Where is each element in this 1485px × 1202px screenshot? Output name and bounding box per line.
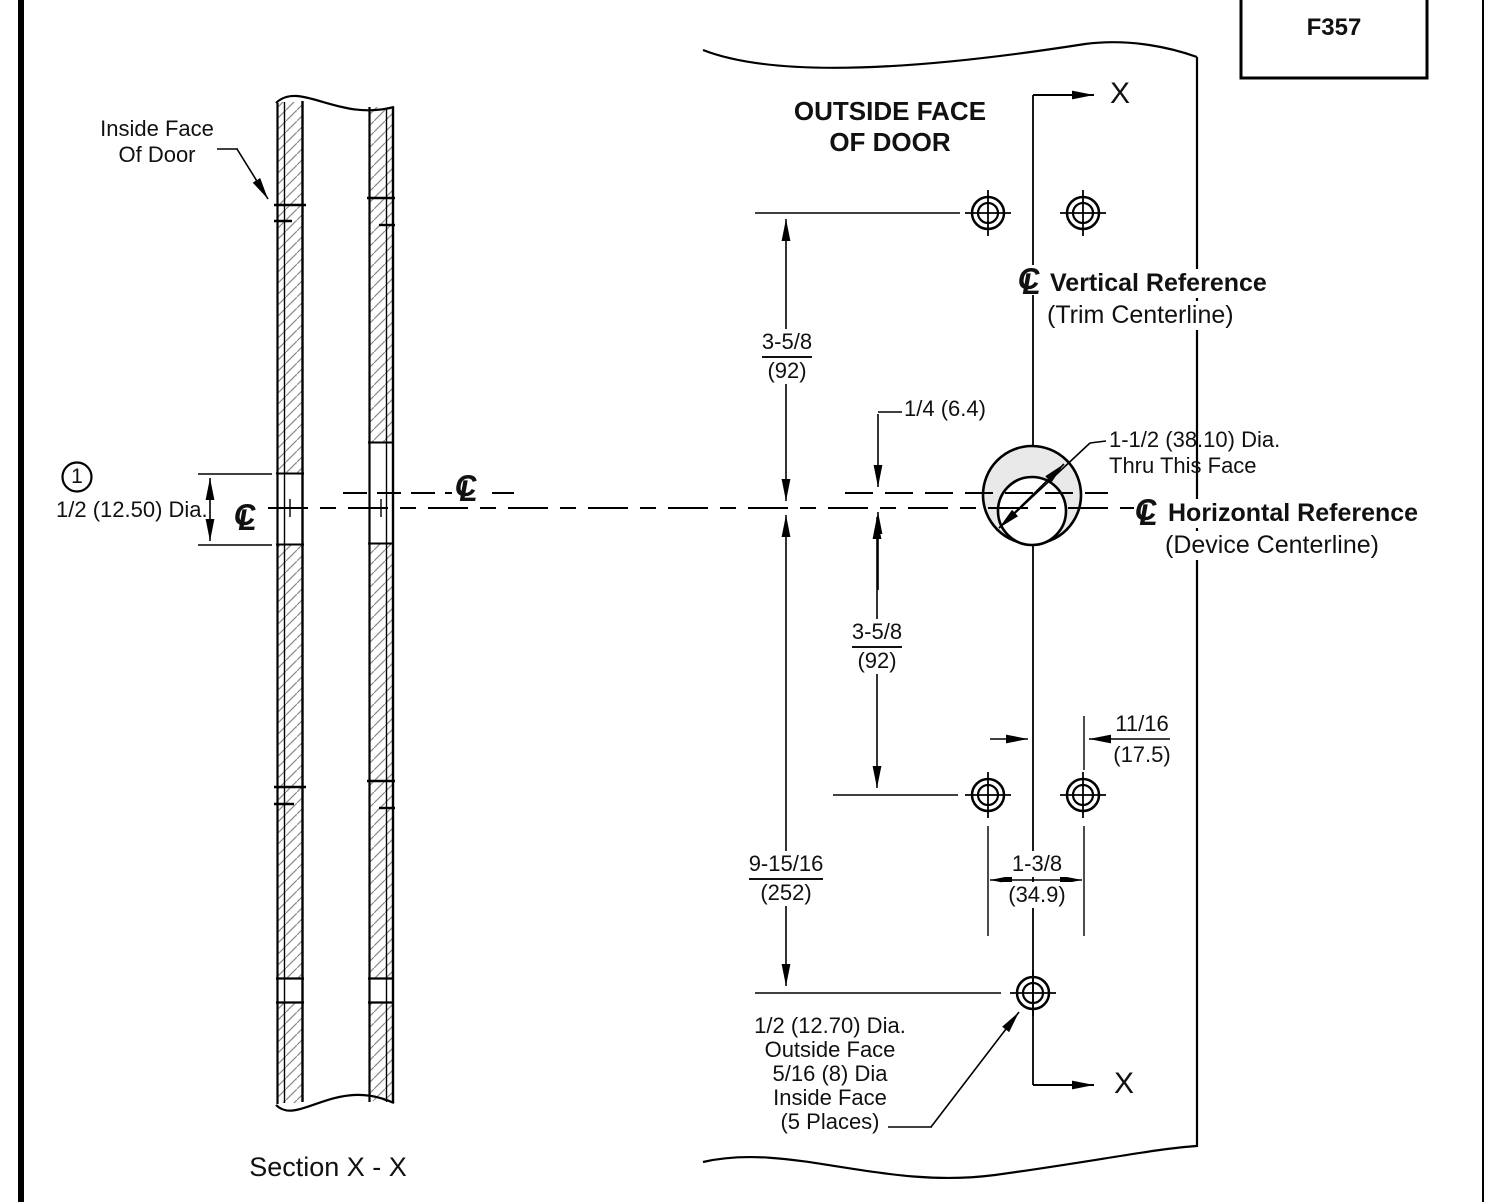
mounting-hole-lower-left	[965, 772, 1011, 818]
section-centerline-icon-left: CL	[231, 499, 260, 537]
dim-offset: 1/4 (6.4)	[904, 396, 986, 421]
door-section-left-wall	[274, 101, 306, 1104]
mounting-holes	[965, 190, 1106, 1016]
template-code-box-outline	[1239, 0, 1429, 80]
vertical-reference-centerline-icon: CL	[1015, 263, 1044, 301]
horizontal-reference-centerline-icon: CL	[1132, 494, 1161, 532]
dim-lower-spacing: 9-15/16 (252)	[742, 851, 830, 906]
device-hole-callout-line1: 1-1/2 (38.10) Dia.	[1109, 427, 1281, 452]
mounting-hole-top-left	[965, 190, 1011, 236]
door-face-outline	[702, 41, 1199, 1179]
mounting-hole-note-line3: 5/16 (8) Dia	[772, 1061, 888, 1086]
dim-hole-spacing-inch: 1-3/8	[1006, 851, 1068, 877]
mounting-hole-note-line4: Inside Face	[773, 1085, 887, 1110]
mounting-hole-note-line1: 1/2 (12.70) Dia.	[754, 1013, 906, 1038]
mounting-hole-top-right	[1060, 190, 1106, 236]
section-view-title: Section X - X	[249, 1152, 407, 1182]
template-code: F357	[1306, 14, 1362, 41]
dim-mid-spacing: 3-5/8 (92)	[839, 619, 915, 674]
inside-face-note-line2: Of Door	[118, 142, 196, 167]
dim-horizontal-offset-inch: 11/16	[1115, 711, 1169, 736]
dim-top-spacing-mm: (92)	[767, 358, 807, 383]
extension-lines	[198, 212, 1085, 994]
section-centerline-icon-right: CL	[452, 470, 481, 508]
horizontal-reference-sublabel: (Device Centerline)	[1163, 531, 1381, 560]
outside-face-title-line2: OF DOOR	[829, 127, 951, 157]
mounting-hole-bottom	[1010, 970, 1056, 1016]
dim-top-spacing-inch: 3-5/8	[761, 329, 813, 358]
horizontal-reference-label: Horizontal Reference	[1166, 499, 1421, 528]
x-axis-label-top: X	[1110, 77, 1131, 110]
dim-hole-spacing-mm: (34.9)	[1002, 882, 1072, 908]
balloon-1-label: 1	[71, 465, 83, 488]
dim-lower-spacing-inch: 9-15/16	[748, 851, 824, 880]
mounting-hole-lower-right	[1060, 772, 1106, 818]
dim-horizontal-offset-mm: (17.5)	[1113, 742, 1171, 767]
page-border	[18, 0, 1484, 1202]
mounting-hole-note-line5: (5 Places)	[780, 1109, 880, 1134]
balloon-1-circle	[61, 461, 93, 493]
dim-lower-spacing-mm: (252)	[760, 880, 812, 905]
device-centerline-horizontal	[268, 499, 1134, 517]
dim-mid-spacing-mm: (92)	[857, 648, 897, 673]
leader-lines	[217, 148, 1107, 1128]
outside-face-title-line1: OUTSIDE FACE	[793, 96, 987, 126]
inside-face-note-line1: Inside Face	[100, 116, 214, 141]
half-inch-dia-callout: 1/2 (12.50) Dia.	[56, 497, 208, 522]
inside-face-note: Inside Face Of Door	[92, 116, 222, 168]
vertical-reference-label: Vertical Reference	[1048, 269, 1269, 298]
door-section-right-wall	[367, 107, 395, 1103]
mounting-hole-note-line2: Outside Face	[764, 1037, 896, 1062]
trim-centerline-vertical	[1032, 90, 1094, 1090]
device-hole-callout: 1-1/2 (38.10) Dia. Thru This Face	[1109, 427, 1280, 479]
door-section-break-lines	[275, 94, 395, 1112]
device-hole-callout-line2: Thru This Face	[1109, 453, 1257, 478]
outside-face-title: OUTSIDE FACE OF DOOR	[755, 96, 1025, 158]
dim-mid-spacing-inch: 3-5/8	[851, 619, 903, 648]
vertical-reference-sublabel: (Trim Centerline)	[1045, 301, 1236, 330]
x-axis-label-bottom: X	[1114, 1067, 1135, 1100]
mounting-hole-note: 1/2 (12.70) Dia. Outside Face 5/16 (8) D…	[744, 1014, 916, 1134]
dim-top-spacing: 3-5/8 (92)	[749, 329, 825, 384]
